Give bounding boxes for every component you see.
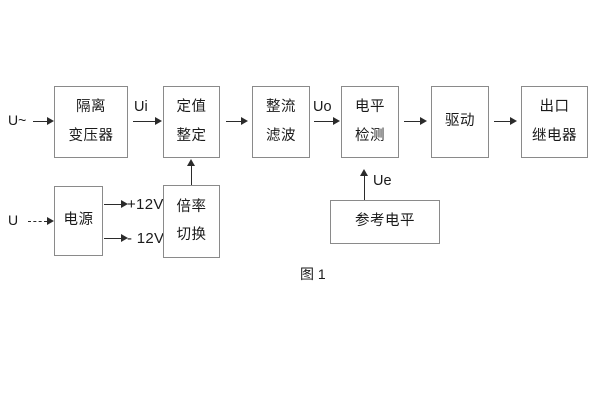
block-multiplier-switch[interactable]: 倍率 切换: [163, 185, 220, 258]
connector-rectify-to-level: [314, 121, 333, 122]
block-setpoint-setting-line1: 定值: [176, 99, 207, 116]
block-setpoint-setting-line2: 整定: [176, 127, 207, 144]
block-output-relay-line1: 出口: [539, 99, 570, 116]
arrowhead-dc-to-power-supply: [47, 217, 54, 225]
signal-label-ui: Ui: [134, 99, 148, 115]
input-label-dc: U: [8, 212, 19, 228]
block-drive[interactable]: 驱动: [431, 86, 489, 158]
signal-label-ue: Ue: [373, 173, 392, 189]
signal-label-uo: Uo: [313, 99, 332, 115]
block-level-detection[interactable]: 电平 检测: [341, 86, 399, 158]
block-isolation-transformer[interactable]: 隔离 变压器: [54, 86, 128, 158]
connector-transformer-to-setpoint: [133, 121, 155, 122]
arrowhead-level-to-drive: [420, 117, 427, 125]
block-reference-level-line1: 参考电平: [355, 213, 415, 230]
block-multiplier-switch-line2: 切换: [176, 227, 207, 243]
connector-rail-positive: [104, 204, 121, 205]
block-rectify-filter-line1: 整流: [266, 99, 296, 116]
block-reference-level[interactable]: 参考电平: [330, 200, 440, 244]
block-power-supply[interactable]: 电源: [54, 186, 103, 256]
arrowhead-transformer-to-setpoint: [155, 117, 162, 125]
arrowhead-rail-positive: [121, 200, 128, 208]
connector-reference-to-level: [364, 175, 365, 200]
input-label-ac: U~: [8, 112, 27, 128]
block-rectify-filter-line2: 滤波: [266, 127, 296, 144]
block-drive-line1: 驱动: [445, 113, 475, 130]
connector-multiplier-to-setpoint: [191, 165, 192, 185]
arrowhead-setpoint-to-rectify: [241, 117, 248, 125]
block-isolation-transformer-line2: 变压器: [68, 127, 114, 144]
rail-label-negative: - 12V: [127, 230, 165, 247]
block-output-relay[interactable]: 出口 继电器: [521, 86, 588, 158]
block-level-detection-line1: 电平: [355, 99, 385, 116]
connector-ac-to-transformer: [33, 121, 47, 122]
arrowhead-ac-to-transformer: [47, 117, 54, 125]
arrowhead-reference-to-level: [360, 169, 368, 176]
figure-caption: 图 1: [300, 266, 326, 282]
rail-label-positive: +12V: [127, 196, 164, 213]
block-output-relay-line2: 继电器: [532, 127, 577, 144]
connector-setpoint-to-rectify: [226, 121, 241, 122]
block-level-detection-line2: 检测: [355, 127, 385, 144]
arrowhead-rail-negative: [121, 234, 128, 242]
block-power-supply-line1: 电源: [63, 212, 94, 229]
block-setpoint-setting[interactable]: 定值 整定: [163, 86, 220, 158]
arrowhead-rectify-to-level: [333, 117, 340, 125]
block-rectify-filter[interactable]: 整流 滤波: [252, 86, 310, 158]
arrowhead-multiplier-to-setpoint: [187, 159, 195, 166]
arrowhead-drive-to-relay: [510, 117, 517, 125]
block-isolation-transformer-line1: 隔离: [76, 99, 106, 116]
connector-dc-to-power-supply: [28, 221, 47, 222]
block-multiplier-switch-line1: 倍率: [176, 198, 207, 215]
connector-level-to-drive: [404, 121, 420, 122]
connector-rail-negative: [104, 238, 121, 239]
connector-drive-to-relay: [494, 121, 510, 122]
